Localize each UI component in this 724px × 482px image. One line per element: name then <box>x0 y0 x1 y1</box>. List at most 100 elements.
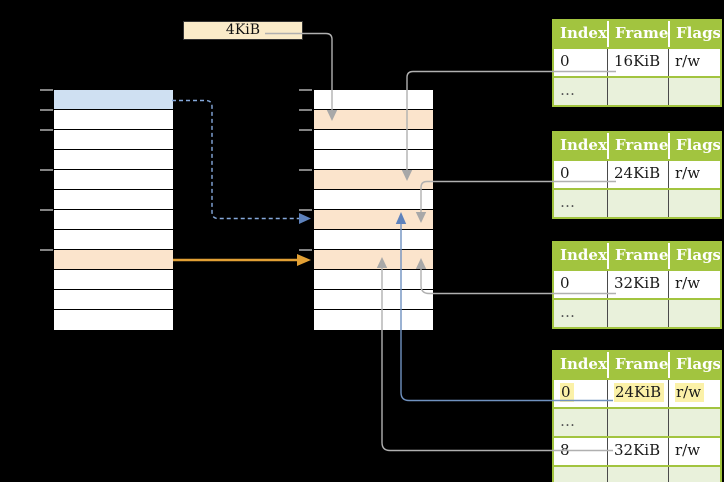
page-table-1-header: Index Frame Flags <box>554 21 720 47</box>
index-cell: 0 <box>560 164 570 182</box>
flags-cell <box>668 467 720 482</box>
flags-cell: r/w <box>668 271 720 298</box>
page-table-4-row-dots: … <box>554 407 720 436</box>
memory-row <box>54 290 173 310</box>
page-table-3-row-0: 0 32KiB r/w <box>554 269 720 298</box>
index-cell: 0 <box>560 274 570 292</box>
memory-row <box>54 310 173 330</box>
address-tick <box>40 109 53 111</box>
address-tick <box>299 129 312 131</box>
memory-row <box>54 110 173 130</box>
virtual-memory-table <box>53 89 174 331</box>
memory-row <box>54 150 173 170</box>
memory-row <box>54 230 173 250</box>
frame-cell <box>607 78 668 105</box>
memory-row <box>314 270 433 290</box>
page-table-1-row-0: 0 16KiB r/w <box>554 47 720 76</box>
frame-cell <box>607 300 668 327</box>
frame-cell <box>607 190 668 217</box>
frame-cell: 16KiB <box>607 49 668 76</box>
header-flags: Flags <box>668 352 720 378</box>
header-index: Index <box>560 136 607 154</box>
arrow-virtual-row8-to-physical-row8-orange <box>173 254 311 266</box>
header-frame: Frame <box>607 133 668 159</box>
page-table-3-row-dots: … <box>554 298 720 327</box>
page-table-3-header: Index Frame Flags <box>554 243 720 269</box>
memory-row <box>314 150 433 170</box>
memory-row <box>314 190 433 210</box>
memory-row <box>314 90 433 110</box>
header-frame: Frame <box>607 21 668 47</box>
address-tick <box>299 169 312 171</box>
frame-cell: 32KiB <box>607 271 668 298</box>
address-tick <box>299 249 312 251</box>
memory-row <box>54 270 173 290</box>
virtual-memory-row-8-orange <box>54 250 173 270</box>
page-table-4-row-dots: … <box>554 465 720 482</box>
header-flags: Flags <box>668 21 720 47</box>
address-tick <box>299 109 312 111</box>
frame-cell <box>607 467 668 482</box>
header-index: Index <box>560 355 607 373</box>
flags-cell: r/w <box>668 161 720 188</box>
memory-row <box>54 130 173 150</box>
flags-cell <box>668 78 720 105</box>
page-table-2-header: Index Frame Flags <box>554 133 720 159</box>
frame-cell: 32KiB <box>607 438 668 465</box>
memory-row <box>314 290 433 310</box>
index-cell: … <box>560 193 575 211</box>
index-cell: … <box>560 303 575 321</box>
page-table-2-row-dots: … <box>554 188 720 217</box>
frame-cell <box>607 409 668 436</box>
memory-row <box>54 170 173 190</box>
memory-row <box>54 210 173 230</box>
header-frame: Frame <box>607 243 668 269</box>
address-tick <box>40 169 53 171</box>
frame-cell: 24KiB <box>607 161 668 188</box>
memory-row <box>54 190 173 210</box>
memory-row <box>314 230 433 250</box>
index-cell: … <box>560 412 575 430</box>
header-index: Index <box>560 246 607 264</box>
index-cell: 8 <box>560 441 570 459</box>
flags-cell: r/w <box>668 49 720 76</box>
header-flags: Flags <box>668 243 720 269</box>
memory-row <box>314 310 433 330</box>
index-cell: … <box>560 470 575 482</box>
physical-memory-row-6-orange <box>314 210 433 230</box>
page-size-label-text: 4KiB <box>225 22 261 38</box>
page-table-4-header: Index Frame Flags <box>554 352 720 378</box>
flags-cell-highlighted: r/w <box>675 383 705 402</box>
header-index: Index <box>560 24 607 42</box>
index-cell-highlighted: 0 <box>560 383 574 402</box>
page-table-3: Index Frame Flags 0 32KiB r/w … <box>552 241 722 329</box>
page-table-2-row-0: 0 24KiB r/w <box>554 159 720 188</box>
address-tick <box>40 129 53 131</box>
header-flags: Flags <box>668 133 720 159</box>
flags-cell <box>668 409 720 436</box>
address-tick <box>40 209 53 211</box>
physical-memory-row-8-orange <box>314 250 433 270</box>
page-table-1: Index Frame Flags 0 16KiB r/w … <box>552 19 722 107</box>
flags-cell: r/w <box>668 438 720 465</box>
page-table-4-row-8: 8 32KiB r/w <box>554 436 720 465</box>
physical-memory-table <box>313 89 434 331</box>
physical-memory-row-1-orange <box>314 110 433 130</box>
page-table-4-row-0-highlighted: 0 24KiB r/w <box>554 378 720 407</box>
address-tick <box>299 209 312 211</box>
address-tick <box>40 89 53 91</box>
page-size-label: 4KiB <box>183 21 303 40</box>
arrow-virtual-row0-to-physical-row6-dashed <box>172 99 311 224</box>
page-table-2: Index Frame Flags 0 24KiB r/w … <box>552 131 722 219</box>
flags-cell <box>668 300 720 327</box>
address-tick <box>299 89 312 91</box>
flags-cell <box>668 190 720 217</box>
page-table-1-row-dots: … <box>554 76 720 105</box>
index-cell: 0 <box>560 52 570 70</box>
page-table-4: Index Frame Flags 0 24KiB r/w … 8 32KiB … <box>552 350 722 482</box>
physical-memory-row-4-orange <box>314 170 433 190</box>
index-cell: … <box>560 81 575 99</box>
virtual-memory-row-0-blue <box>54 90 173 110</box>
address-tick <box>40 249 53 251</box>
